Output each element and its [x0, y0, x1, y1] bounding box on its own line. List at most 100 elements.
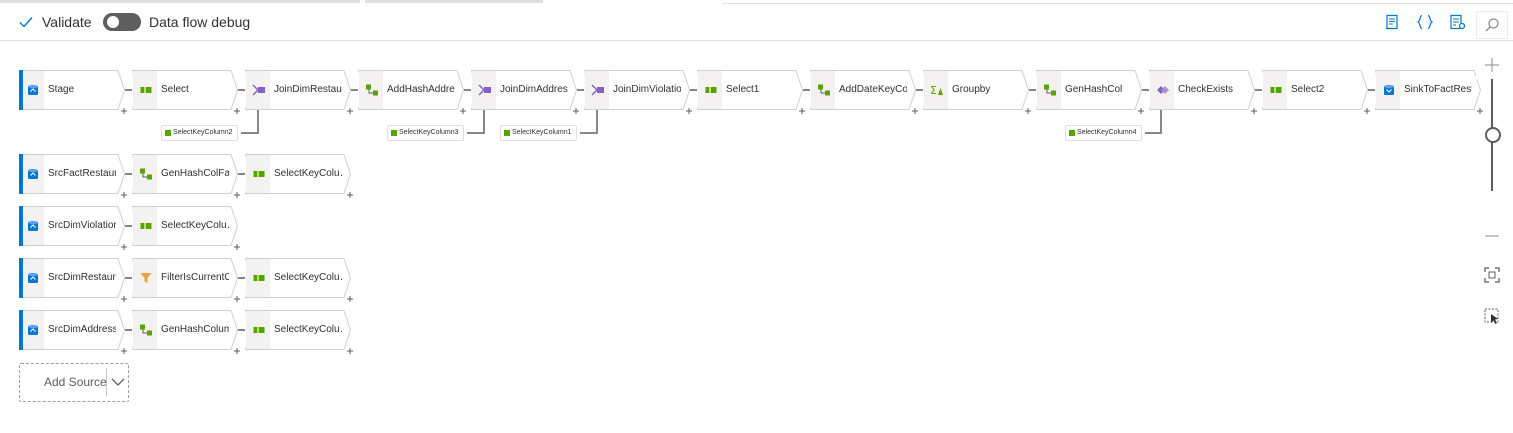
transform-node-source[interactable]: SrcDimAddress	[19, 310, 127, 354]
search-button[interactable]	[1476, 11, 1508, 39]
derived-column-icon	[362, 70, 382, 110]
node-shape	[132, 258, 238, 298]
stream-reference-chip[interactable]: SelectKeyColumn4	[1065, 125, 1142, 141]
connector-line	[1142, 89, 1149, 91]
transform-node-select[interactable]: SelectKeyColu…	[132, 206, 240, 250]
fit-to-view-button[interactable]	[1476, 261, 1508, 289]
derived-column-icon	[1040, 70, 1060, 110]
node-label: Select1	[726, 84, 760, 95]
script-icon[interactable]	[1382, 12, 1402, 32]
add-transform-icon[interactable]	[234, 192, 240, 198]
node-label: Select	[161, 84, 189, 95]
add-transform-icon[interactable]	[234, 244, 240, 250]
transform-node-source[interactable]: SrcDimRestaura…	[19, 258, 127, 302]
transform-node-exists[interactable]: CheckExists	[1149, 70, 1257, 114]
transform-node-select[interactable]: SelectKeyColu…	[245, 258, 353, 302]
transform-node-source[interactable]: SrcDimViolation	[19, 206, 127, 250]
select-icon	[249, 258, 269, 298]
add-transform-icon[interactable]	[573, 108, 579, 114]
transform-node-filter[interactable]: FilterIsCurrentO…	[132, 258, 240, 302]
debug-label: Data flow debug	[149, 14, 251, 30]
select-mode-button[interactable]	[1476, 302, 1508, 330]
reference-label: SelectKeyColumn2	[173, 129, 233, 136]
transform-node-join[interactable]: JoinDimRestaur…	[245, 70, 353, 114]
source-indicator-bar	[19, 310, 23, 350]
transform-node-select[interactable]: Select2	[1262, 70, 1370, 114]
add-transform-icon[interactable]	[347, 348, 353, 354]
node-label: GenHashColumn	[161, 324, 229, 335]
zoom-slider-thumb[interactable]	[1485, 127, 1501, 143]
chevron-down-icon[interactable]	[111, 375, 125, 389]
reference-connector	[483, 110, 485, 133]
transform-node-join[interactable]: JoinDimAddress	[471, 70, 579, 114]
stream-reference-chip[interactable]: SelectKeyColumn3	[387, 125, 464, 141]
add-transform-icon[interactable]	[1477, 108, 1483, 114]
data-flow-debug-toggle[interactable]: Data flow debug	[103, 4, 250, 40]
stream-reference-chip[interactable]: SelectKeyColumn1	[500, 125, 577, 141]
connector-line	[577, 89, 584, 91]
add-transform-icon[interactable]	[347, 192, 353, 198]
add-transform-icon[interactable]	[347, 296, 353, 302]
transform-node-select[interactable]: SelectKeyColu…	[245, 310, 353, 354]
add-transform-icon[interactable]	[121, 244, 127, 250]
transform-node-derived-column[interactable]: GenHashColumn	[132, 310, 240, 354]
add-transform-icon[interactable]	[1251, 108, 1257, 114]
add-transform-icon[interactable]	[1138, 108, 1144, 114]
reference-connector	[1160, 110, 1162, 133]
transform-node-join[interactable]: JoinDimViolation	[584, 70, 692, 114]
add-source-button[interactable]: Add Source	[19, 363, 129, 402]
add-transform-icon[interactable]	[686, 108, 692, 114]
minus-icon	[1485, 235, 1499, 237]
add-transform-icon[interactable]	[1025, 108, 1031, 114]
source-indicator-bar	[19, 154, 23, 194]
validate-button[interactable]: Validate	[18, 4, 92, 40]
zoom-in-button[interactable]	[1476, 51, 1508, 79]
select-icon	[701, 70, 721, 110]
add-transform-icon[interactable]	[121, 296, 127, 302]
connector-line	[351, 89, 358, 91]
stream-row: SrcDimRestaura…FilterIsCurrentO…SelectKe…	[19, 258, 359, 302]
transform-node-derived-column[interactable]: AddHashAddre…	[358, 70, 466, 114]
toggle-switch[interactable]	[103, 13, 141, 31]
node-label: AddDateKeyCol…	[839, 84, 907, 95]
transform-node-select[interactable]: Select1	[697, 70, 805, 114]
source-indicator-bar	[19, 70, 23, 110]
node-label: GenHashCol	[1065, 84, 1123, 95]
node-label: JoinDimAddress	[500, 84, 568, 95]
connector-line	[803, 89, 810, 91]
add-transform-icon[interactable]	[121, 108, 127, 114]
properties-icon[interactable]	[1448, 12, 1468, 32]
transform-node-source[interactable]: Stage	[19, 70, 127, 114]
connector-line	[1255, 89, 1262, 91]
zoom-out-button[interactable]	[1476, 222, 1508, 250]
code-braces-icon[interactable]	[1415, 12, 1435, 32]
add-transform-icon[interactable]	[234, 348, 240, 354]
node-shape	[245, 310, 351, 350]
add-transform-icon[interactable]	[1364, 108, 1370, 114]
node-label: SrcDimAddress	[48, 324, 116, 335]
connector-line	[1368, 89, 1375, 91]
select-icon	[249, 310, 269, 350]
transform-node-derived-column[interactable]: GenHashColFact	[132, 154, 240, 198]
transform-node-derived-column[interactable]: GenHashCol	[1036, 70, 1144, 114]
add-transform-icon[interactable]	[234, 108, 240, 114]
add-transform-icon[interactable]	[121, 192, 127, 198]
add-transform-icon[interactable]	[234, 296, 240, 302]
node-label: JoinDimViolation	[613, 84, 681, 95]
add-transform-icon[interactable]	[912, 108, 918, 114]
transform-node-select[interactable]: Select	[132, 70, 240, 114]
source-icon	[23, 154, 43, 194]
transform-node-derived-column[interactable]: AddDateKeyCol…	[810, 70, 918, 114]
add-transform-icon[interactable]	[121, 348, 127, 354]
zoom-panel	[1476, 11, 1508, 330]
add-transform-icon[interactable]	[460, 108, 466, 114]
connector-line	[125, 277, 132, 279]
dataflow-canvas[interactable]: Stage Select JoinDimRestaur…AddHashAddre… J…	[0, 41, 1513, 433]
transform-node-sink[interactable]: SinkToFactResta…	[1375, 70, 1483, 114]
transform-node-source[interactable]: SrcFactRestaura…	[19, 154, 127, 198]
transform-node-select[interactable]: SelectKeyColu…	[245, 154, 353, 198]
add-transform-icon[interactable]	[799, 108, 805, 114]
stream-reference-chip[interactable]: SelectKeyColumn2	[161, 125, 238, 141]
add-transform-icon[interactable]	[347, 108, 353, 114]
